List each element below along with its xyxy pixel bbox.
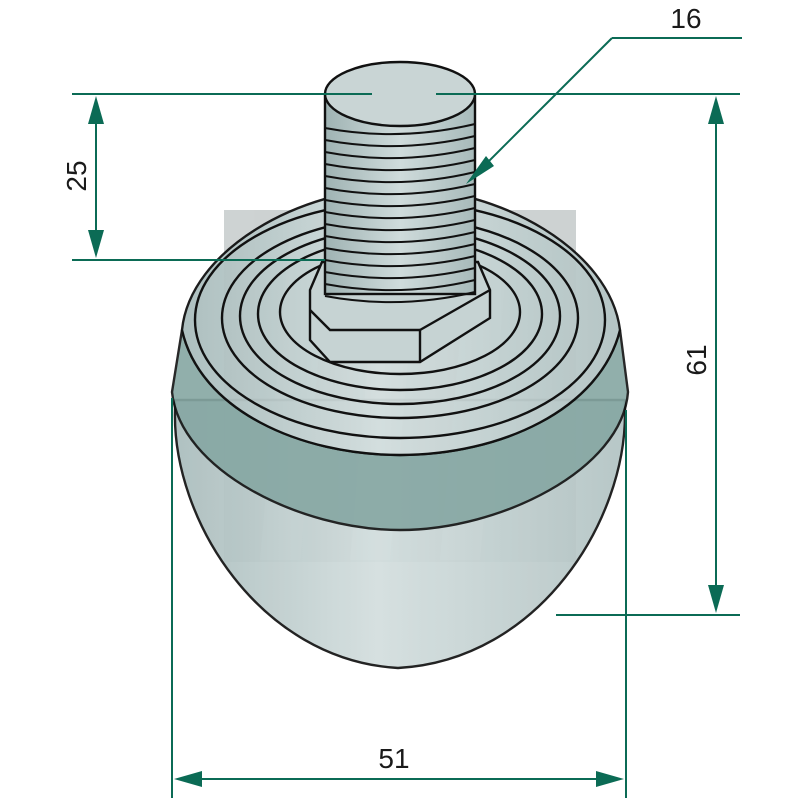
thread-line xyxy=(324,255,476,268)
threaded-bolt xyxy=(323,60,477,304)
dimension-label-61: 61 xyxy=(681,344,712,375)
dimension-total-height: 61 xyxy=(556,96,740,616)
thread-line xyxy=(324,279,476,292)
buffer-body xyxy=(170,186,630,670)
thread-line xyxy=(324,123,476,136)
thread-line xyxy=(324,171,476,184)
thread-lines xyxy=(324,123,476,304)
thread-line xyxy=(324,147,476,160)
thread-line xyxy=(324,231,476,244)
dimension-label-25: 25 xyxy=(61,160,92,191)
thread-line xyxy=(324,135,476,148)
dimension-label-51: 51 xyxy=(378,743,409,774)
dimension-thread-diameter: 16 xyxy=(466,3,742,184)
dimension-thread-length: 25 xyxy=(61,93,740,261)
thread-line xyxy=(324,183,476,196)
thread-line xyxy=(324,207,476,220)
thread-line xyxy=(324,195,476,208)
thread-line xyxy=(324,243,476,256)
dimension-outer-diameter: 51 xyxy=(171,398,627,798)
dimension-label-16: 16 xyxy=(670,3,701,34)
thread-line xyxy=(324,159,476,172)
thread-line xyxy=(324,291,476,304)
thread-line xyxy=(324,267,476,280)
thread-line xyxy=(324,219,476,232)
